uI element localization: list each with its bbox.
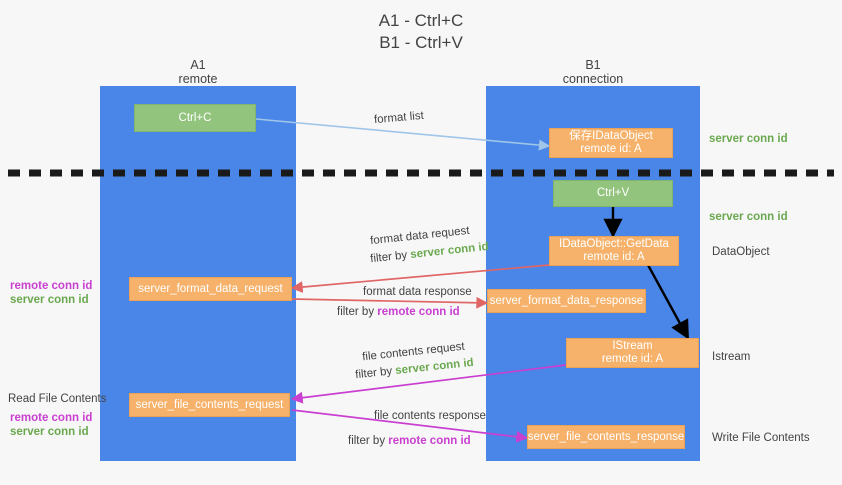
node-store-idataobject[interactable]: 保存IDataObject remote id: A	[549, 128, 673, 158]
filter-key-server-conn-id: server conn id	[409, 240, 490, 261]
node-store-idataobject-line2: remote id: A	[580, 143, 642, 155]
node-ctrl-v[interactable]: Ctrl+V	[553, 180, 673, 207]
node-istream[interactable]: IStream remote id: A	[566, 338, 699, 368]
side-label-right-server-conn-id-mid: server conn id	[709, 211, 788, 223]
node-server-format-data-request[interactable]: server_format_data_request	[129, 277, 292, 301]
node-server-format-data-response-label: server_format_data_response	[489, 294, 644, 307]
edge-label-file-contents-response: file contents response	[374, 410, 486, 422]
side-label-right-istream: Istream	[712, 351, 751, 363]
filter-key-server-conn-id: server conn id	[394, 356, 475, 377]
column-header-b1-name: B1	[585, 58, 601, 72]
column-header-a1-name: A1	[190, 58, 206, 72]
edge-label-format-list: format list	[373, 109, 425, 127]
filter-prefix-text: filter by	[369, 249, 411, 266]
node-store-idataobject-line1: 保存IDataObject	[569, 130, 653, 142]
side-label-left-server-conn-id: server conn id	[10, 294, 89, 306]
edge-label-file-contents-response-filter: filter by remote conn id	[348, 434, 471, 448]
diagram-title-line1: A1 - Ctrl+C	[378, 11, 464, 30]
node-idataobject-getdata-line1: IDataObject::GetData	[559, 238, 669, 250]
node-server-file-contents-request[interactable]: server_file_contents_request	[129, 393, 290, 417]
node-idataobject-getdata[interactable]: IDataObject::GetData remote id: A	[549, 236, 679, 266]
filter-key-remote-conn-id: remote conn id	[377, 306, 460, 318]
node-server-format-data-response[interactable]: server_format_data_response	[487, 289, 646, 313]
column-header-a1: A1 remote	[100, 58, 296, 86]
column-header-b1: B1 connection	[486, 58, 700, 86]
edge-label-format-data-response: format data response	[363, 286, 472, 298]
diagram-title: A1 - Ctrl+C B1 - Ctrl+V	[0, 10, 842, 54]
side-label-right-dataobject: DataObject	[712, 246, 770, 258]
column-header-a1-sub: remote	[178, 72, 218, 86]
node-server-format-data-request-label: server_format_data_request	[138, 282, 283, 295]
diagram-title-line2: B1 - Ctrl+V	[379, 33, 463, 52]
side-label-left-low-server-conn-id: server conn id	[10, 426, 89, 438]
node-istream-line2: remote id: A	[601, 353, 664, 365]
node-server-file-contents-response-label: server_file_contents_response	[527, 430, 685, 443]
side-label-read-file-contents: Read File Contents	[8, 393, 107, 405]
filter-prefix-text: filter by	[348, 435, 389, 447]
node-server-file-contents-request-label: server_file_contents_request	[135, 398, 284, 411]
node-ctrl-c-label: Ctrl+C	[178, 111, 212, 124]
arrow-format-data-response	[291, 296, 489, 309]
side-label-right-write-file-contents: Write File Contents	[712, 432, 810, 444]
side-label-left-low-remote-conn-id: remote conn id	[10, 412, 93, 424]
column-header-b1-sub: connection	[562, 72, 624, 86]
filter-key-remote-conn-id: remote conn id	[388, 435, 471, 447]
node-server-file-contents-response[interactable]: server_file_contents_response	[527, 425, 685, 449]
node-ctrl-c[interactable]: Ctrl+C	[134, 104, 256, 132]
side-label-right-server-conn-id-top: server conn id	[709, 133, 788, 145]
node-idataobject-getdata-line2: remote id: A	[583, 251, 645, 263]
node-istream-line1: IStream	[612, 340, 653, 352]
edge-label-format-data-response-filter: filter by remote conn id	[337, 305, 460, 319]
side-label-left-remote-conn-id: remote conn id	[10, 280, 93, 292]
node-ctrl-v-label: Ctrl+V	[596, 187, 630, 199]
filter-prefix-text: filter by	[337, 306, 378, 318]
filter-prefix-text: filter by	[354, 365, 396, 382]
